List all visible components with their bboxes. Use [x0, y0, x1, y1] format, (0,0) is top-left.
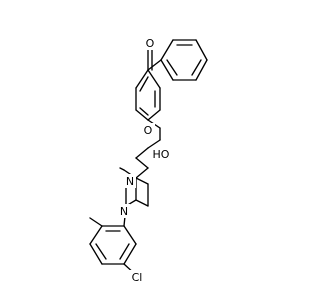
benzene-ring — [135, 69, 161, 121]
chloro-methylphenyl-ring — [89, 225, 137, 265]
carbonyl-group — [147, 47, 162, 71]
chlorine-label: Cl — [132, 271, 143, 284]
atom-labels: O O HO N N Cl — [118, 36, 171, 284]
piperazine-n-top-label: N — [126, 175, 134, 188]
molecule-drawing: O O HO N N Cl — [89, 36, 208, 284]
ether-oxygen-label: O — [144, 124, 153, 137]
hydroxyl-label: HO — [153, 148, 170, 161]
phenyl-ring — [160, 39, 208, 81]
piperazine-n-bottom-label: N — [120, 205, 128, 218]
carbonyl-oxygen-label: O — [146, 37, 155, 50]
methyl-bond — [89, 217, 103, 227]
structure-canvas: O O HO N N Cl — [89, 36, 208, 284]
